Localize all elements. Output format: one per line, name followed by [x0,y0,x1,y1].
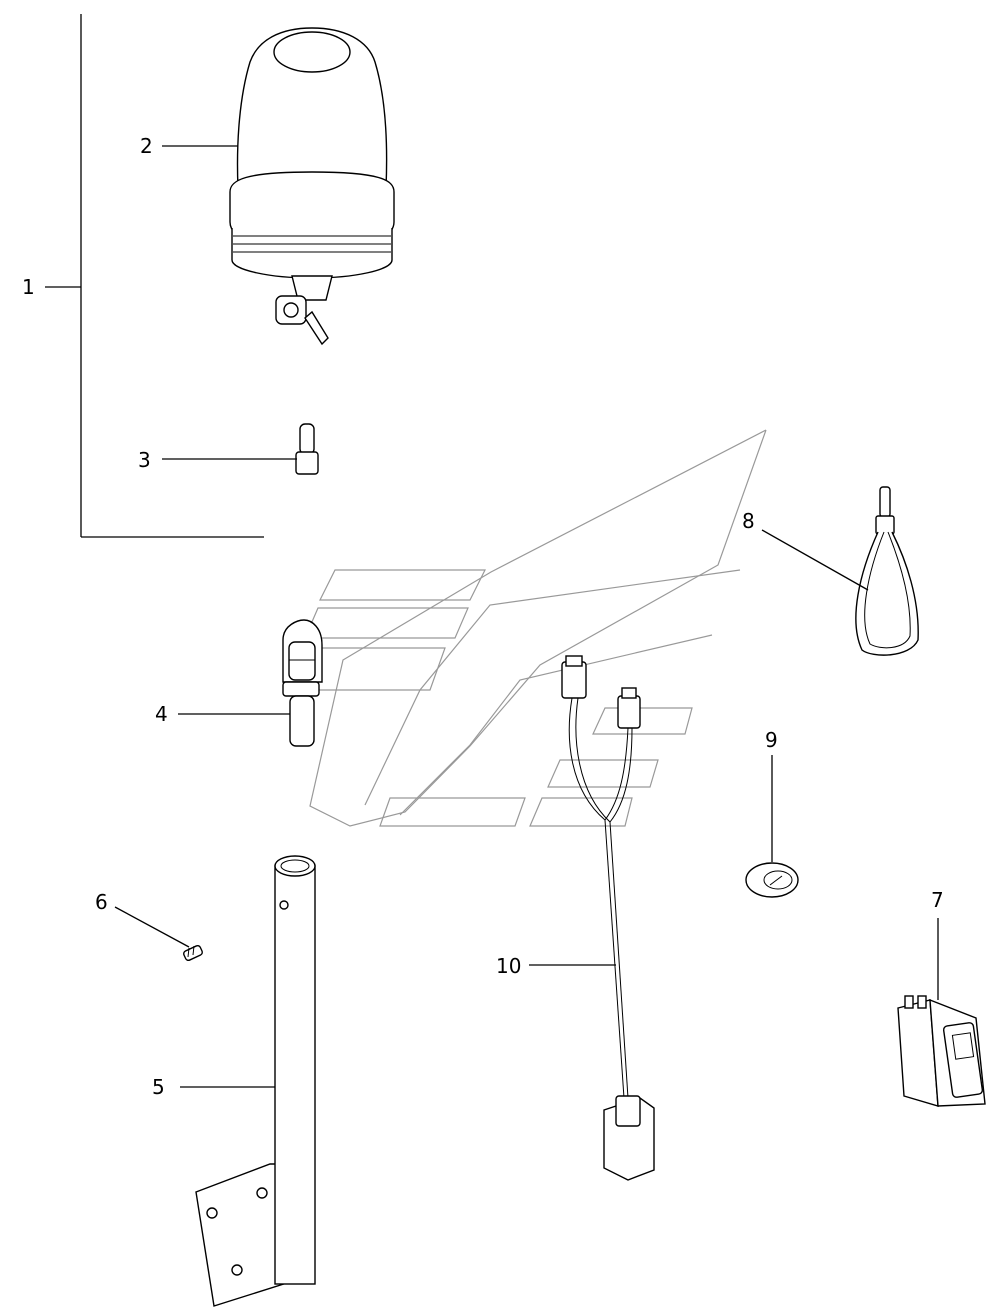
callout-4: 4 [155,702,168,726]
rocker-switch-icon [897,995,986,1107]
callout-7: 7 [931,888,944,912]
wiring-harness-icon [561,655,655,1181]
beacon-icon [229,27,395,346]
watermark-logo [289,429,767,827]
pin-icon [295,423,319,475]
kit-bracket [45,14,264,538]
grommet-icon [745,862,799,898]
callout-1: 1 [22,275,35,299]
cable-tie-icon [855,486,919,656]
callout-labels: 1 2 3 4 5 6 7 8 9 10 [22,134,944,1099]
callout-5: 5 [152,1075,165,1099]
leader-lines [114,145,939,1088]
set-screw-icon [183,944,203,962]
callout-6: 6 [95,890,108,914]
beacon-socket-icon [282,619,323,747]
callout-10: 10 [496,954,521,978]
callout-3: 3 [138,448,151,472]
callout-2: 2 [140,134,153,158]
callout-8: 8 [742,509,755,533]
callout-9: 9 [765,728,778,752]
mounting-pole-icon [195,855,316,1307]
